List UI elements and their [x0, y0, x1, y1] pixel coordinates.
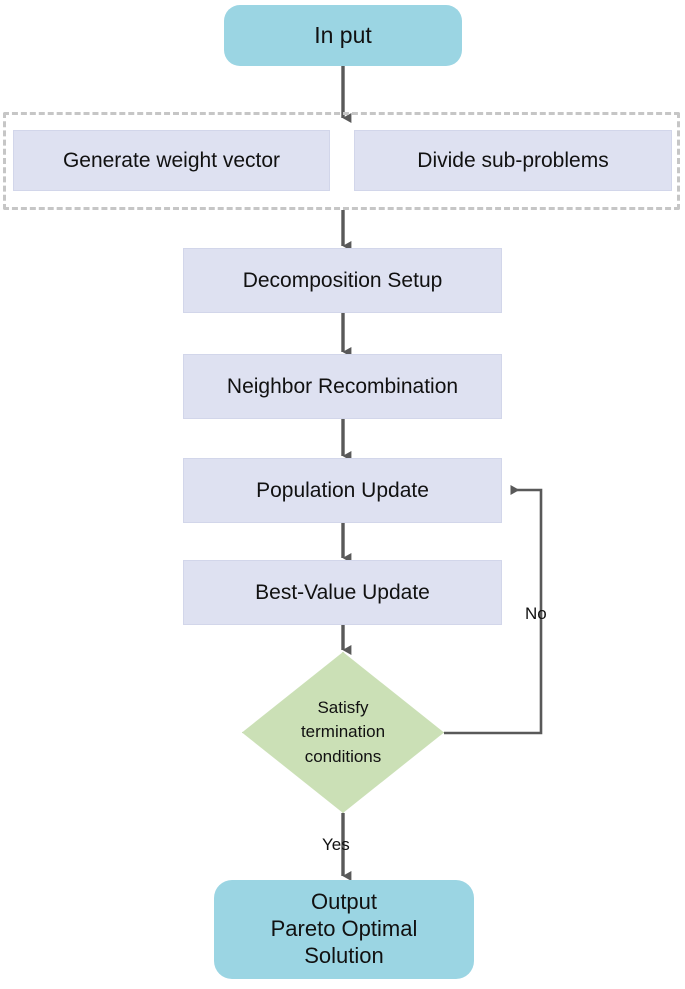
node-decomposition-setup[interactable]: Decomposition Setup	[183, 248, 502, 313]
edge-label-yes: Yes	[322, 835, 350, 854]
node-divide-subproblems-label: Divide sub-problems	[417, 148, 609, 172]
node-input-label: In put	[314, 22, 372, 49]
node-generate-weight-vector[interactable]: Generate weight vector	[13, 130, 330, 191]
node-generate-weight-vector-label: Generate weight vector	[62, 148, 281, 172]
node-neighbor-recombination[interactable]: Neighbor Recombination	[183, 354, 502, 419]
node-output-label: Output Pareto Optimal Solution	[270, 889, 418, 968]
node-input[interactable]: In put	[224, 5, 462, 66]
node-decision-termination[interactable]: Satisfy termination conditions	[242, 652, 444, 813]
node-divide-subproblems[interactable]: Divide sub-problems	[354, 130, 672, 191]
node-population-update[interactable]: Population Update	[183, 458, 502, 523]
node-output[interactable]: Output Pareto Optimal Solution	[214, 880, 474, 979]
edge-label-no: No	[525, 604, 547, 623]
node-population-update-label: Population Update	[256, 478, 429, 502]
node-decomposition-setup-label: Decomposition Setup	[242, 268, 443, 292]
node-decision-label: Satisfy termination conditions	[300, 698, 386, 766]
node-best-value-update-label: Best-Value Update	[255, 580, 430, 604]
node-best-value-update[interactable]: Best-Value Update	[183, 560, 502, 625]
initialization-group-container	[3, 112, 680, 210]
node-neighbor-recombination-label: Neighbor Recombination	[226, 374, 459, 398]
